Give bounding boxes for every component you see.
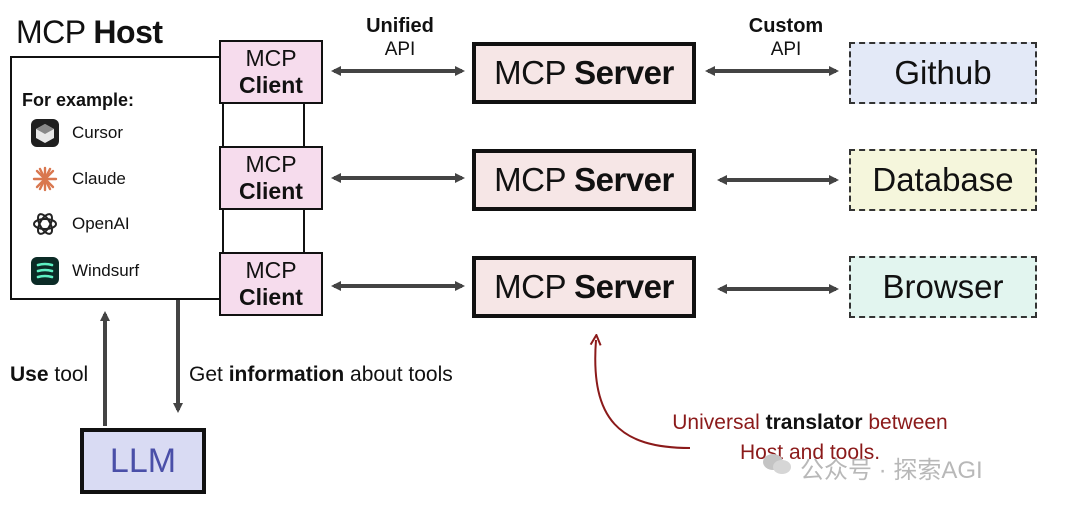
target-browser: Browser: [849, 256, 1037, 318]
llm-box: LLM: [80, 428, 206, 494]
app-windsurf: Windsurf: [30, 254, 139, 288]
mcp-server-1: MCP Server: [472, 42, 696, 104]
app-cursor: Cursor: [30, 116, 123, 150]
app-openai: OpenAI: [30, 207, 130, 241]
mcp-server-3: MCP Server: [472, 256, 696, 318]
translator-arrow: [595, 340, 691, 449]
watermark-text: 公众号 · 探索AGI: [800, 457, 983, 484]
openai-icon: [30, 209, 60, 239]
app-label: Windsurf: [72, 261, 140, 280]
windsurf-icon: [30, 256, 60, 286]
mcp-server-2: MCP Server: [472, 149, 696, 211]
app-label: OpenAI: [72, 214, 130, 233]
target-github: Github: [849, 42, 1037, 104]
app-claude: Claude: [30, 162, 126, 196]
wechat-icon: [762, 451, 792, 484]
use-tool-label: Use tool: [10, 363, 89, 386]
host-title: MCP Host: [16, 14, 163, 50]
app-label: Claude: [72, 169, 126, 188]
claude-icon: [30, 164, 60, 194]
app-label: Cursor: [72, 123, 124, 142]
cursor-icon: [30, 118, 60, 148]
watermark: 公众号 · 探索AGI: [762, 450, 983, 485]
target-database: Database: [849, 149, 1037, 211]
for-example-label: For example:: [22, 90, 135, 110]
get-info-label: Get information about tools: [189, 363, 453, 386]
